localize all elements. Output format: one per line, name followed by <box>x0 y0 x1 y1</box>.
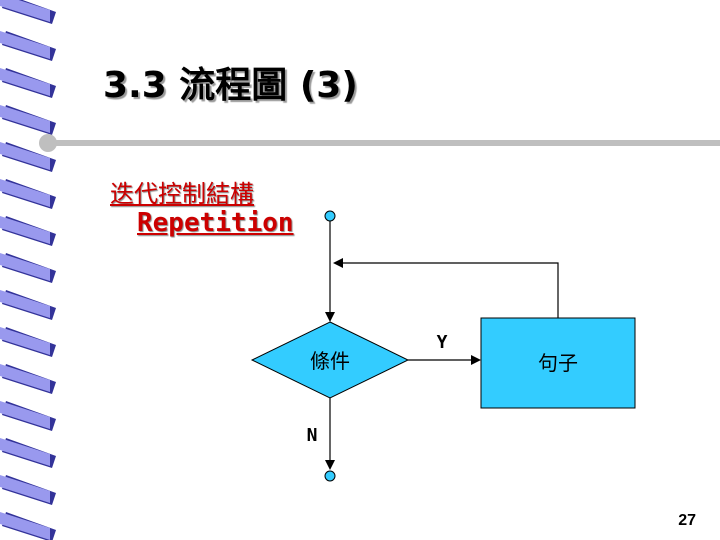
title-divider-knob <box>39 134 57 152</box>
subtitle-english: Repetition <box>137 208 294 238</box>
spiral-ring <box>0 105 50 133</box>
yes-label: Y <box>437 332 448 353</box>
spiral-ring <box>0 512 50 540</box>
no-label: N <box>307 425 318 446</box>
spiral-ring <box>0 142 50 170</box>
slide-title: 3.3 流程圖 (3) <box>103 65 358 106</box>
page-number: 27 <box>678 512 696 529</box>
statement-box <box>480 317 636 409</box>
spiral-ring <box>0 290 50 318</box>
spiral-ring <box>0 0 50 22</box>
spiral-ring <box>0 179 50 207</box>
loop-back-connector <box>333 258 559 318</box>
spiral-ring <box>0 31 50 59</box>
exit-terminal-dot <box>324 470 336 482</box>
spiral-binding-decoration <box>0 0 56 540</box>
spiral-ring <box>0 68 50 96</box>
spiral-ring <box>0 216 50 244</box>
spiral-ring <box>0 327 50 355</box>
spiral-ring <box>0 401 50 429</box>
repetition-flowchart: 條件 Y 句子 N <box>250 210 636 482</box>
subtitle-chinese: 迭代控制結構 <box>110 180 254 208</box>
spiral-ring <box>0 253 50 281</box>
spiral-ring <box>0 475 50 503</box>
spiral-ring <box>0 438 50 466</box>
entry-terminal-dot <box>324 210 336 222</box>
spiral-ring <box>0 364 50 392</box>
statement-label: 句子 <box>538 351 578 375</box>
condition-label: 條件 <box>310 349 350 373</box>
